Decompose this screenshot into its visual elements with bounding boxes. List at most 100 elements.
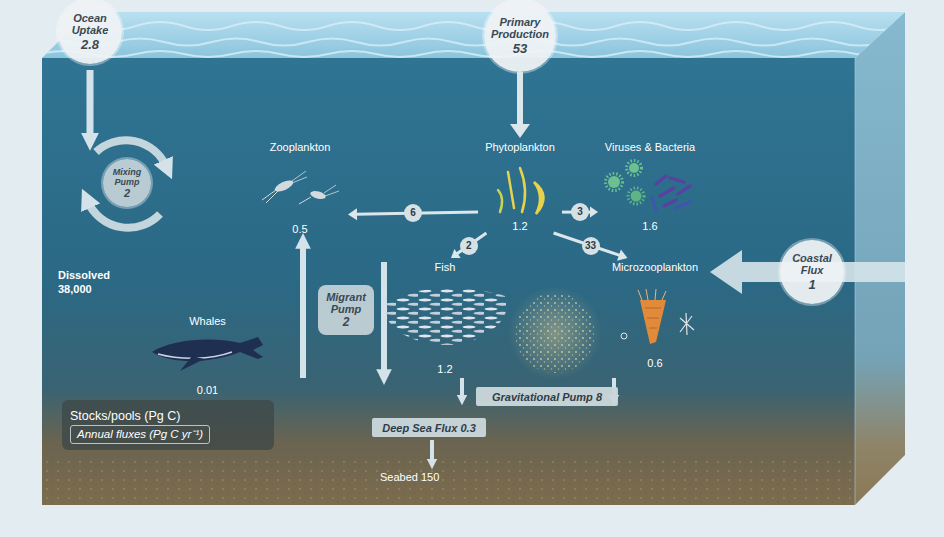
- zooplankton-illustration: [262, 190, 278, 203]
- node-title: Migrant Pump: [321, 291, 371, 315]
- organism-group: Phytoplankton 1.2: [478, 138, 562, 233]
- flux-number: 3: [571, 203, 589, 221]
- node-title: Coastal Flux: [780, 252, 844, 276]
- virus-bacteria-illustration: [652, 198, 656, 210]
- node-value: 0.6: [647, 357, 662, 370]
- node-value: 2: [124, 187, 130, 199]
- organism-group: Whales 0.01: [150, 312, 265, 397]
- legend-entry: Annual fluxes (Pg C yr⁻¹): [70, 424, 266, 444]
- microzooplankton-illustration: [680, 313, 694, 335]
- zooplankton-illustration: [292, 171, 307, 183]
- node-title: Fish: [435, 261, 456, 274]
- node-value: 1: [808, 277, 815, 292]
- zooplankton-illustration: [273, 178, 295, 194]
- node-title: Deep Sea Flux 0.3: [382, 422, 476, 434]
- node-title: Mixing Pump: [103, 167, 151, 187]
- ocean-block: [20, 12, 944, 505]
- pump-band: Gravitational Pump 8: [476, 387, 618, 406]
- flux-circle: Coastal Flux1: [780, 240, 844, 304]
- virus-bacteria-illustration: [678, 186, 690, 194]
- ocean-block: [855, 12, 905, 505]
- phytoplankton-illustration: [498, 168, 544, 214]
- virus-bacteria-illustration: [631, 191, 642, 202]
- microzooplankton-illustration: [645, 308, 661, 328]
- fish-school: [385, 289, 507, 345]
- virus-bacteria-illustration: [627, 161, 642, 176]
- node-value: 1.2: [512, 220, 527, 233]
- ocean-block: [20, 39, 932, 46]
- organism-group: Zooplankton 0.5: [252, 138, 348, 236]
- flux-circle: Ocean Uptake2.8: [58, 0, 122, 64]
- ocean-block: [20, 22, 944, 57]
- node-value: 0.01: [197, 384, 218, 397]
- arrow-head: [590, 207, 598, 218]
- arrow-head: [617, 249, 627, 260]
- node-title: Phytoplankton: [485, 141, 555, 154]
- virus-bacteria-illustration: [606, 161, 691, 211]
- microzooplankton-illustration: [621, 289, 694, 344]
- stock-label: Seabed 150: [380, 470, 470, 484]
- node-title: Whales: [189, 315, 226, 328]
- flux-arrow: [300, 244, 306, 378]
- flux-arrow: [430, 440, 434, 462]
- phytoplankton-illustration: [534, 182, 544, 214]
- virus-bacteria-illustration: [606, 174, 623, 191]
- organism-group: Fish 1.2: [385, 258, 505, 376]
- pump-box: Migrant Pump2: [318, 285, 374, 335]
- arrow-head: [348, 208, 357, 220]
- flux-number: 2: [460, 237, 478, 255]
- node-value: 1.2: [437, 363, 452, 376]
- microzooplankton-illustration: [621, 333, 627, 339]
- particle-cloud: [508, 286, 602, 380]
- flow-arrow: [554, 233, 628, 261]
- legend-entry: Stocks/pools (Pg C): [70, 406, 266, 424]
- node-title: Microzooplankton: [612, 261, 698, 274]
- stock-label: Dissolved 38,000: [58, 268, 122, 296]
- flux-number: 6: [404, 204, 422, 222]
- whale-illustration: [180, 356, 204, 371]
- virus-bacteria-illustration: [670, 178, 684, 182]
- zooplankton-illustration: [299, 197, 311, 204]
- flow-line: [517, 72, 523, 127]
- microzooplankton-illustration: [640, 300, 666, 344]
- virus-bacteria-illustration: [660, 188, 674, 196]
- particle-cloud: [515, 293, 595, 373]
- flow-line: [456, 233, 486, 254]
- arrow-head: [451, 249, 461, 258]
- flux-number: 33: [582, 237, 600, 255]
- ocean-block: [42, 455, 855, 505]
- whale-illustration: [152, 337, 263, 361]
- organism-group: Microzooplankton 0.6: [600, 258, 710, 370]
- node-value: 2: [343, 315, 350, 329]
- node-title: Primary Production: [484, 16, 556, 40]
- node-title: Viruses & Bacteria: [605, 141, 695, 154]
- phytoplankton-illustration: [508, 172, 514, 208]
- arrow-head: [510, 124, 530, 138]
- virus-bacteria-illustration: [676, 202, 690, 208]
- node-value: 1.6: [642, 220, 657, 233]
- node-title: Zooplankton: [270, 141, 331, 154]
- phytoplankton-illustration: [520, 168, 525, 212]
- pump-circle: Mixing Pump2: [103, 159, 151, 207]
- flux-band: Deep Sea Flux 0.3: [372, 418, 486, 437]
- flux-arrow: [87, 70, 94, 138]
- legend-box: Stocks/pools (Pg C)Annual fluxes (Pg C y…: [62, 400, 274, 450]
- flux-arrow: [381, 262, 387, 374]
- flux-circle: Primary Production53: [484, 0, 556, 72]
- phytoplankton-illustration: [498, 190, 502, 212]
- zooplankton-illustration: [309, 190, 326, 201]
- microzooplankton-illustration: [638, 289, 666, 300]
- zooplankton-illustration: [262, 171, 339, 204]
- virus-bacteria-illustration: [608, 176, 620, 188]
- flow-arrow: [510, 72, 530, 138]
- legend-text: Annual fluxes (Pg C yr⁻¹): [70, 425, 210, 444]
- flow-arrow: [451, 233, 486, 258]
- node-value: 53: [513, 41, 527, 56]
- virus-bacteria-illustration: [628, 188, 644, 204]
- virus-bacteria-illustration: [629, 163, 639, 173]
- node-value: 0.5: [292, 223, 307, 236]
- flux-arrow: [460, 378, 464, 398]
- particle-cloud: [508, 286, 602, 380]
- whale-illustration: [152, 337, 263, 371]
